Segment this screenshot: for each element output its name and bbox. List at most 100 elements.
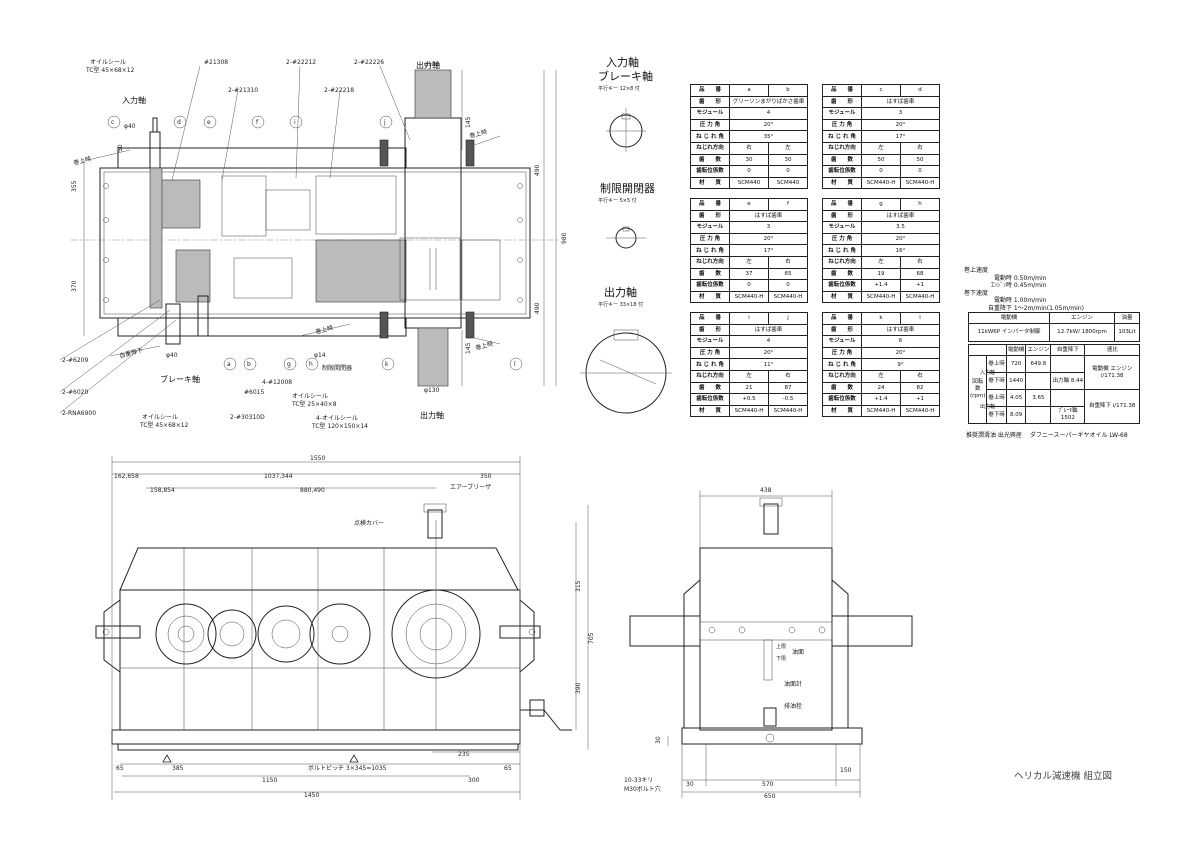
dim-d40-bot: φ40	[166, 352, 178, 359]
dim-370: 370	[71, 280, 78, 292]
dim-30-left: 30	[686, 781, 694, 788]
svg-text:d: d	[177, 119, 181, 126]
bearing-22218: 2-#22218	[324, 87, 354, 94]
svg-text:e: e	[207, 119, 211, 126]
dim-m30: M30ボルト穴	[624, 785, 661, 793]
input-shaft-label: 入力軸	[122, 95, 146, 105]
lubricant-note: 推奨潤滑油 出光興産 ダフニースーパーギヤオイル LW-68	[966, 432, 1128, 439]
section-input-title-1: 入力軸	[606, 55, 639, 69]
dim-50: 50	[117, 144, 124, 152]
dim-980: 980	[561, 232, 568, 244]
svg-text:b: b	[247, 361, 251, 368]
section-limit-title: 制限開閉器	[600, 182, 655, 195]
output-shaft-bottom-label: 出力軸	[420, 410, 444, 420]
wind-up-label-3: 巻上時	[474, 340, 493, 352]
dim-10-33: 10-33キリ	[624, 777, 653, 784]
dim-880-490: 880,490	[300, 487, 325, 494]
oil-seal-top-spec: TC型 45×68×12	[85, 66, 135, 74]
inspection-cover-label: 点検カバー	[354, 519, 384, 527]
dim-1150: 1150	[262, 777, 277, 784]
shaft-sections	[580, 108, 672, 414]
oil-seal-bottom-label: オイルシール	[142, 414, 178, 421]
oil-seal-out-spec: TC型 120×150×14	[311, 422, 368, 430]
svg-text:h: h	[309, 361, 313, 368]
dim-650: 650	[764, 793, 776, 800]
dim-570: 570	[762, 781, 774, 788]
self-weight-down-label: 自重降下	[118, 346, 143, 360]
svg-text:c: c	[111, 119, 114, 126]
bearing-6020: 2-#6020	[62, 389, 88, 396]
limit-switch-plan-label: 制限開閉器	[322, 364, 352, 372]
bearing-30310d: 2-#30310D	[230, 414, 265, 421]
svg-text:i: i	[294, 119, 296, 126]
dim-438: 438	[760, 487, 772, 494]
bearing-22212: 2-#22212	[286, 59, 316, 66]
svg-text:j: j	[383, 119, 386, 126]
oil-seal-mid-label: オイルシール	[292, 393, 328, 400]
front-view	[95, 456, 589, 800]
oil-seal-mid-spec: TC型 25×40×8	[291, 400, 337, 408]
dim-d14: φ14	[314, 352, 326, 359]
input-shaft-rowlabel: 入力軸	[980, 370, 996, 376]
plan-section-view: c d e f i j a b g h k l 355 370 490 490 …	[59, 61, 568, 414]
bearing-21310: 2-#21310	[228, 87, 258, 94]
svg-text:g: g	[287, 361, 291, 368]
speed-spec: 巻上速度 電動時 0.50m/min ｴﾝｼﾞﾝ時 0.45m/min 巻下速度…	[964, 267, 1084, 312]
wind-up-label-2: 巻上時	[468, 128, 487, 140]
section-limit-key: 平行キー 5×5 付	[598, 197, 637, 204]
dim-705: 705	[588, 632, 595, 644]
section-output-key: 平行キー 33×18 付	[598, 301, 643, 308]
dim-490a: 490	[534, 164, 541, 176]
dim-145a: 145	[465, 116, 472, 128]
drawing-title: ヘリカル減速機 組立図	[1014, 770, 1112, 782]
bearing-12008: 4-#12008	[262, 379, 292, 386]
dim-162-658: 162,658	[114, 473, 139, 480]
lower-limit-label: 下限	[776, 655, 786, 662]
dim-1450: 1450	[304, 792, 319, 799]
svg-text:a: a	[227, 361, 231, 368]
housing-bolts	[103, 183, 523, 303]
dim-bolt-pitch: ボルトピッチ 3×345=1035	[308, 764, 387, 772]
wind-up-label-4: 巻上時	[314, 324, 333, 336]
dim-65-left: 65	[116, 765, 124, 772]
upper-limit-label: 上限	[776, 643, 786, 650]
oil-seal-top-label: オイルシール	[90, 59, 126, 66]
dim-65-right: 65	[504, 765, 512, 772]
dim-390: 390	[575, 682, 582, 694]
dim-158-854: 158,854	[150, 487, 175, 494]
air-breather-label: エアーブリーザ	[450, 483, 491, 491]
section-input-title-2: ブレーキ軸	[598, 69, 653, 83]
svg-text:f: f	[256, 119, 259, 126]
oil-level-label: 油面	[792, 648, 804, 656]
dim-145b: 145	[465, 342, 472, 354]
dim-385: 385	[172, 765, 184, 772]
bearing-6209: 2-#6209	[62, 357, 88, 364]
bearing-21308: #21308	[204, 59, 228, 66]
dim-d130-bot: φ130	[424, 387, 440, 394]
section-input-key: 平行キー 12×8 付	[598, 85, 640, 92]
dim-30-vert: 30	[655, 736, 662, 744]
svg-text:l: l	[514, 361, 516, 368]
section-output-title: 出力軸	[604, 285, 637, 299]
dim-315: 315	[575, 580, 582, 592]
oil-seal-bottom-spec: TC型 45×68×12	[139, 421, 189, 429]
drain-plug-label: 排油栓	[784, 702, 802, 710]
dim-355: 355	[71, 180, 78, 192]
dim-300: 300	[468, 777, 480, 784]
wind-up-label-1: 巻上時	[72, 155, 91, 167]
dim-490b: 490	[534, 302, 541, 314]
bearing-rna6900: 2-RNA6900	[62, 410, 96, 417]
brake-shaft-label: ブレーキ軸	[160, 374, 200, 384]
dim-1037-344: 1037,344	[264, 473, 293, 480]
bearing-22226: 2-#22226	[354, 59, 384, 66]
oil-gauge-label: 油面計	[784, 680, 802, 688]
